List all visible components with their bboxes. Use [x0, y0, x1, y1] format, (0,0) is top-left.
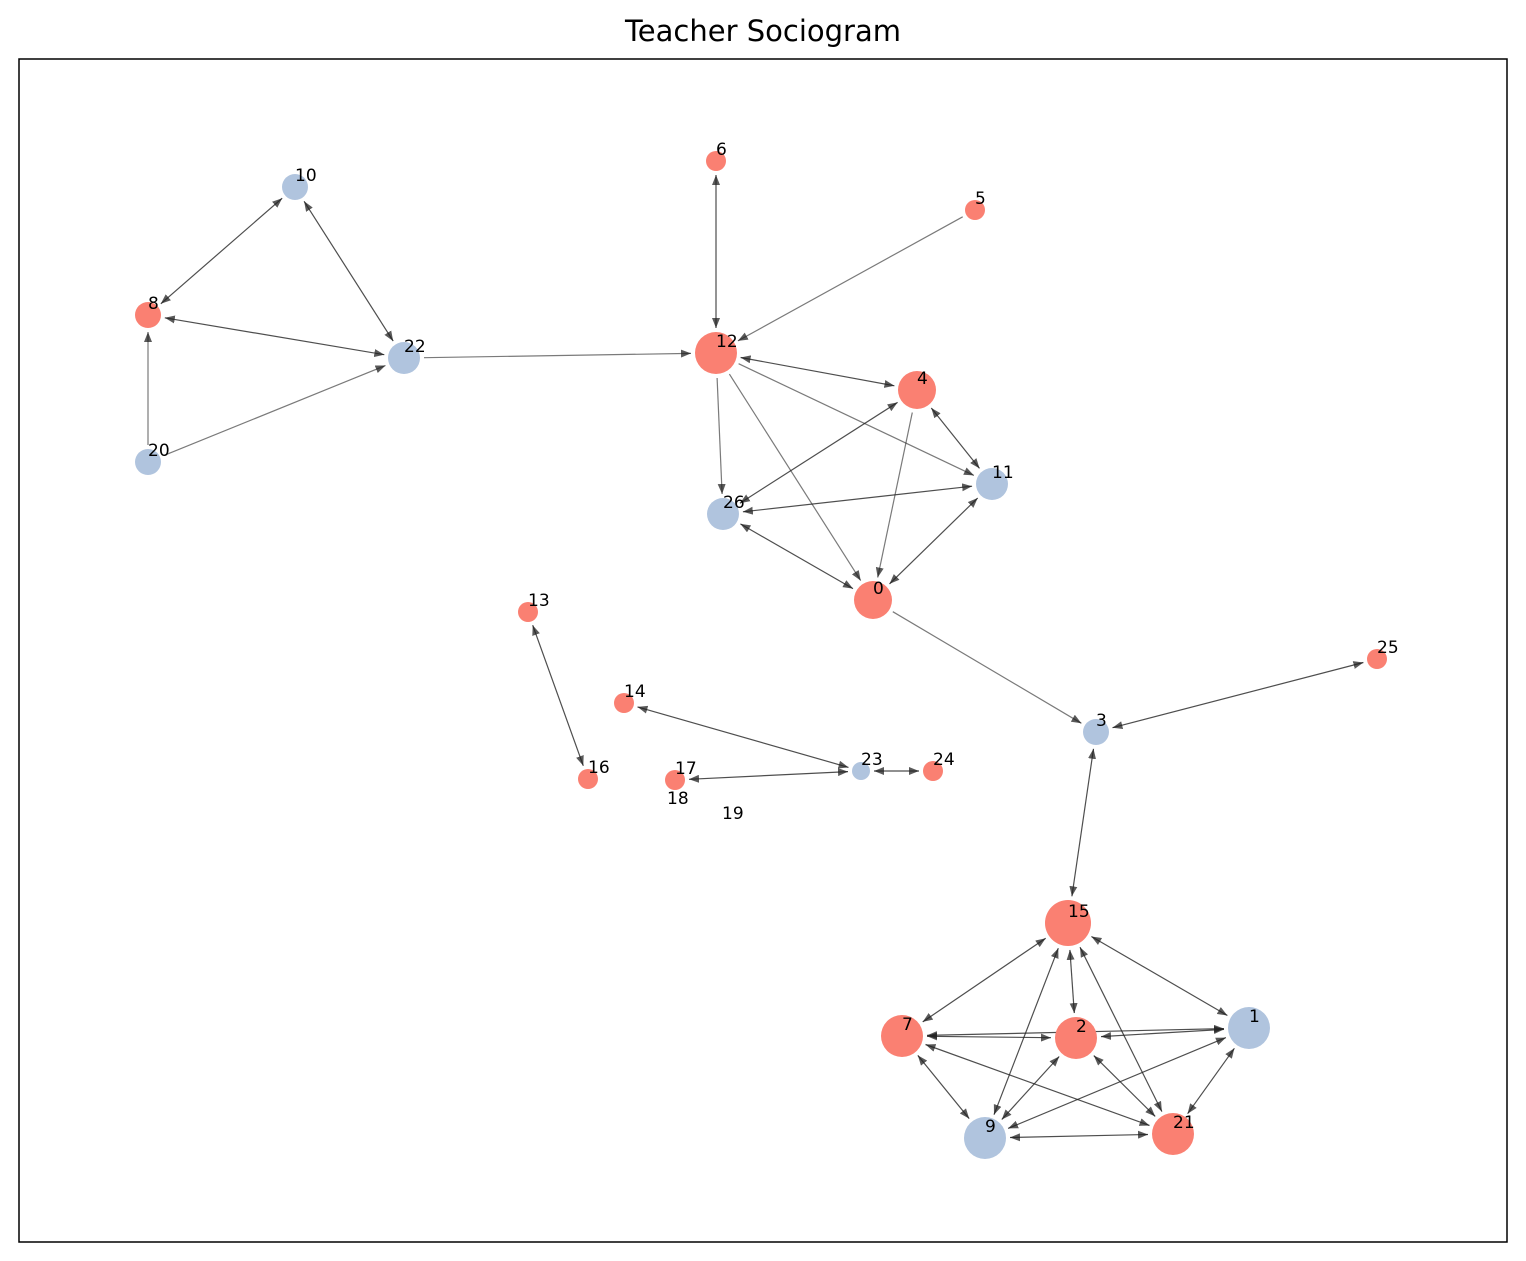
edge-15-2	[1066, 949, 1078, 1014]
node-17	[665, 770, 685, 790]
edge-22-12	[423, 349, 692, 359]
node-label-15: 15	[1068, 902, 1090, 922]
edge-2-1	[1100, 1025, 1225, 1041]
node-label-21: 21	[1173, 1113, 1195, 1133]
edge-5-12	[737, 216, 963, 342]
edge-11-26	[742, 483, 973, 515]
edges-layer	[144, 175, 1364, 1142]
edge-4-11	[930, 407, 980, 469]
edge-11-0	[889, 497, 979, 585]
node-12	[695, 332, 737, 374]
node-label-19: 19	[722, 804, 744, 824]
edge-7-2	[926, 1032, 1052, 1042]
edge-12-0	[728, 373, 862, 581]
edge-10-22	[303, 200, 394, 342]
node-10	[282, 174, 308, 200]
edge-4-26	[739, 401, 898, 504]
node-label-25: 25	[1377, 638, 1399, 658]
node-label-0: 0	[873, 579, 884, 599]
edge-7-21	[925, 1043, 1150, 1127]
node-label-2: 2	[1076, 1017, 1087, 1037]
edge-23-17	[688, 768, 849, 783]
node-label-13: 13	[528, 591, 550, 611]
node-label-11: 11	[992, 463, 1014, 483]
edge-2-21	[1093, 1055, 1156, 1117]
node-23	[852, 762, 870, 780]
node-25	[1367, 649, 1387, 669]
node-9	[964, 1117, 1006, 1159]
node-4	[898, 371, 936, 409]
node-20	[135, 449, 161, 475]
node-0	[854, 581, 892, 619]
node-24	[923, 761, 943, 781]
edge-12-4	[740, 355, 895, 388]
edge-0-3	[892, 611, 1082, 724]
edge-10-8	[160, 197, 283, 305]
edge-12-11	[738, 363, 975, 476]
node-8	[135, 302, 161, 328]
node-label-1: 1	[1249, 1007, 1260, 1027]
node-22	[388, 342, 420, 374]
node-label-14: 14	[624, 682, 646, 702]
node-6	[706, 151, 726, 171]
node-3	[1083, 719, 1109, 745]
edge-1-21	[1187, 1047, 1235, 1115]
node-16	[578, 769, 598, 789]
node-label-16: 16	[588, 758, 610, 778]
edge-3-15	[1069, 748, 1097, 897]
edge-25-3	[1112, 661, 1364, 730]
node-label-12: 12	[716, 332, 738, 352]
edge-14-23	[637, 705, 849, 769]
chart-title: Teacher Sociogram	[625, 14, 901, 48]
edge-12-26	[716, 377, 726, 495]
node-label-23: 23	[861, 750, 883, 770]
node-2	[1055, 1017, 1097, 1059]
edge-13-16	[532, 624, 584, 767]
node-label-24: 24	[933, 750, 955, 770]
node-label-20: 20	[148, 441, 170, 461]
edge-20-22	[163, 364, 386, 457]
node-21	[1152, 1113, 1194, 1155]
node-label-18: 18	[667, 789, 689, 809]
node-label-22: 22	[404, 337, 426, 357]
node-15	[1045, 900, 1091, 946]
edge-15-1	[1091, 935, 1228, 1017]
node-26	[707, 498, 739, 530]
node-5	[965, 200, 985, 220]
edge-7-9	[917, 1055, 970, 1119]
plot-frame	[18, 58, 1508, 1243]
node-label-10: 10	[295, 166, 317, 186]
node-label-4: 4	[917, 369, 928, 389]
node-7	[881, 1015, 923, 1057]
node-label-7: 7	[902, 1015, 913, 1035]
edge-9-21	[1009, 1130, 1149, 1142]
edge-8-22	[164, 315, 385, 357]
edge-26-0	[740, 523, 854, 590]
edge-15-9	[993, 947, 1059, 1115]
node-label-17: 17	[675, 759, 697, 779]
node-11	[976, 468, 1008, 500]
node-1	[1228, 1007, 1270, 1049]
nodes-layer	[135, 151, 1387, 1159]
node-label-8: 8	[148, 294, 159, 314]
node-13	[518, 602, 538, 622]
node-label-26: 26	[723, 493, 745, 513]
edge-15-7	[922, 937, 1047, 1023]
node-label-3: 3	[1096, 711, 1107, 731]
node-14	[614, 693, 634, 713]
node-label-9: 9	[985, 1117, 996, 1137]
node-label-6: 6	[716, 140, 727, 160]
node-label-5: 5	[975, 189, 986, 209]
